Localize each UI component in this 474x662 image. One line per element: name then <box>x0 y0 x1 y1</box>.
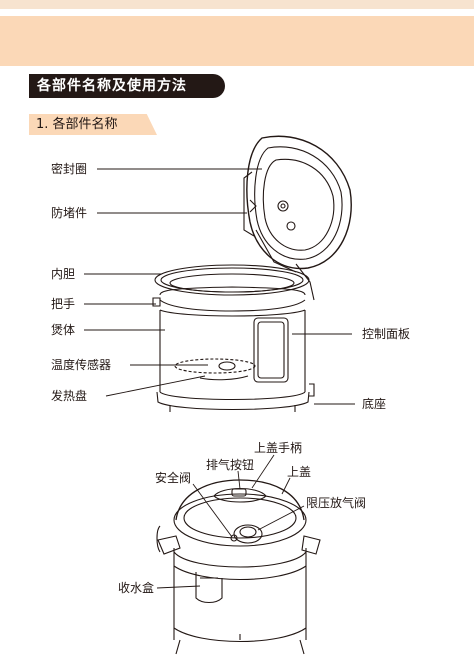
leader-lines-bottom <box>156 454 305 589</box>
label-handle: 把手 <box>51 297 76 311</box>
label-lid-handle: 上盖手柄 <box>254 441 303 455</box>
label-inner-pot: 内胆 <box>51 267 76 281</box>
open-lid-drawing <box>243 135 352 301</box>
label-body: 煲体 <box>51 323 76 337</box>
leader-lines-top <box>84 168 355 405</box>
label-temp-sensor: 温度传感器 <box>51 358 112 372</box>
closed-cooker-drawing <box>156 479 321 655</box>
label-base: 底座 <box>362 397 387 411</box>
label-safety-valve: 安全阀 <box>155 471 192 485</box>
top-stripe <box>0 0 474 9</box>
cooker-body-drawing <box>152 286 315 412</box>
label-water-box: 收水盒 <box>118 581 155 595</box>
header-band <box>0 16 474 66</box>
subsection-title: 1. 各部件名称 <box>29 114 157 135</box>
label-pressure-valve: 限压放气阀 <box>306 496 367 510</box>
label-lid: 上盖 <box>287 465 312 479</box>
section-title: 各部件名称及使用方法 <box>29 74 225 98</box>
label-sealing-ring: 密封圈 <box>51 162 88 176</box>
inner-pot-drawing <box>154 264 310 296</box>
label-control-panel: 控制面板 <box>362 327 411 341</box>
label-heating-plate: 发热盘 <box>51 389 88 403</box>
label-anti-block: 防堵件 <box>51 206 88 220</box>
label-vent-button: 排气按钮 <box>206 458 255 472</box>
